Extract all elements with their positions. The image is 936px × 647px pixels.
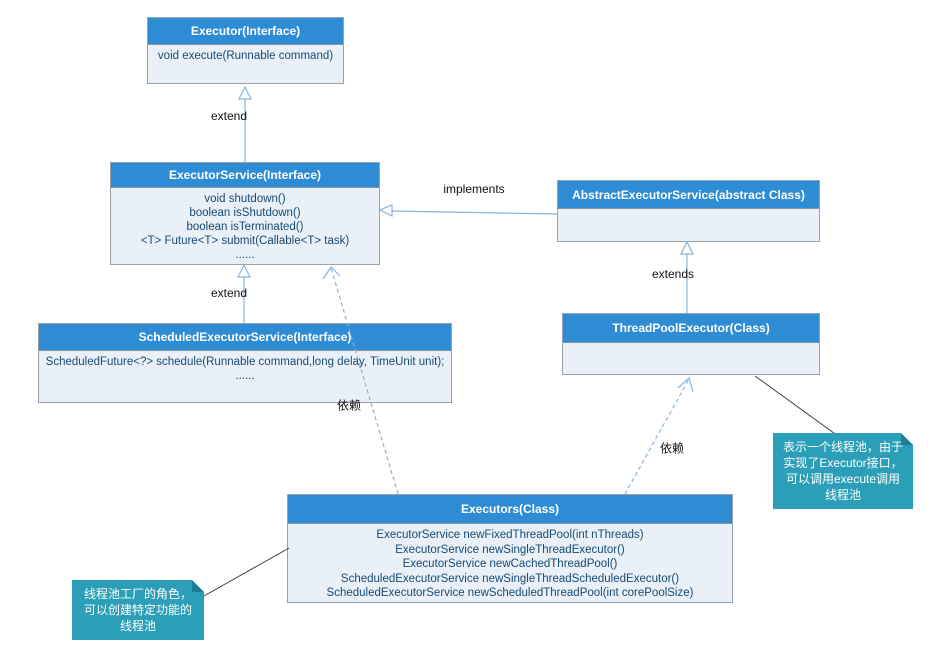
note-connector-line (203, 547, 290, 597)
class-node-executorservice[interactable]: ExecutorService(Interface) void shutdown… (110, 162, 380, 265)
method-line: ExecutorService newCachedThreadPool() (402, 558, 618, 570)
hollow-triangle-arrowhead-icon (378, 204, 393, 217)
class-methods-executorservice: void shutdown() boolean isShutdown() boo… (111, 188, 379, 266)
class-node-executors[interactable]: Executors(Class) ExecutorService newFixe… (287, 494, 733, 603)
note-fold-corner-icon (901, 433, 913, 445)
class-title-scheduledexecutorservice: ScheduledExecutorService(Interface) (39, 324, 451, 351)
method-line: ScheduledExecutorService newSingleThread… (340, 572, 680, 585)
class-title-executorservice: ExecutorService(Interface) (111, 163, 379, 188)
method-line: ExecutorService newFixedThreadPool(int n… (376, 529, 644, 541)
class-methods-executor: void execute(Runnable command) (148, 45, 343, 67)
open-arrowhead-icon (322, 266, 341, 280)
edge-label-extend: extend (210, 109, 248, 123)
note-connector-line (754, 375, 839, 437)
note-text: 线程池工厂的角色，可以创建特定功能的线程池 (83, 587, 192, 633)
edge-label-extends: extends (651, 267, 695, 281)
edge-dependency-line (624, 378, 690, 495)
method-line: ScheduledExecutorService newScheduledThr… (326, 587, 694, 599)
method-line: boolean isShutdown() (189, 207, 301, 219)
method-line: <T> Future<T> submit(Callable<T> task) (140, 235, 350, 247)
hollow-triangle-arrowhead-icon (238, 85, 252, 100)
edge-label-extend: extend (210, 286, 248, 300)
class-methods-executors: ExecutorService newFixedThreadPool(int n… (288, 524, 732, 605)
note-fold-corner-icon (192, 580, 204, 592)
class-title-threadpoolexecutor: ThreadPoolExecutor(Class) (563, 314, 819, 343)
edge-label-dependency: 依赖 (659, 441, 685, 456)
edge-realization-line (391, 210, 558, 215)
class-node-executor[interactable]: Executor(Interface) void execute(Runnabl… (147, 17, 344, 84)
method-line: ExecutorService newSingleThreadExecutor(… (395, 543, 625, 556)
method-line: void shutdown() (204, 193, 286, 205)
hollow-triangle-arrowhead-icon (237, 263, 251, 278)
class-methods-scheduledexecutorservice: ScheduledFuture<?> schedule(Runnable com… (39, 351, 451, 387)
class-title-abstractexecutorservice: AbstractExecutorService(abstract Class) (558, 181, 819, 209)
open-arrowhead-icon (677, 376, 694, 393)
class-node-scheduledexecutorservice[interactable]: ScheduledExecutorService(Interface) Sche… (38, 323, 452, 403)
method-line: ScheduledFuture<?> schedule(Runnable com… (45, 356, 445, 368)
method-line: void execute(Runnable command) (157, 50, 334, 62)
class-node-abstractexecutorservice[interactable]: AbstractExecutorService(abstract Class) (557, 180, 820, 242)
edge-label-dependency: 依赖 (336, 398, 362, 413)
class-node-threadpoolexecutor[interactable]: ThreadPoolExecutor(Class) (562, 313, 820, 375)
edge-label-implements: implements (443, 182, 505, 196)
method-line: ...... (235, 370, 255, 382)
class-methods-threadpoolexecutor (563, 343, 819, 351)
class-title-executors: Executors(Class) (288, 495, 732, 524)
note-executors[interactable]: 线程池工厂的角色，可以创建特定功能的线程池 (72, 580, 204, 640)
note-text: 表示一个线程池，由于实现了Executor接口，可以调用execute调用线程池 (782, 440, 903, 502)
note-threadpool[interactable]: 表示一个线程池，由于实现了Executor接口，可以调用execute调用线程池 (773, 433, 913, 509)
class-methods-abstractexecutorservice (558, 209, 819, 217)
hollow-triangle-arrowhead-icon (680, 240, 694, 255)
class-title-executor: Executor(Interface) (148, 18, 343, 45)
method-line: ...... (235, 249, 255, 261)
method-line: boolean isTerminated() (186, 221, 304, 233)
